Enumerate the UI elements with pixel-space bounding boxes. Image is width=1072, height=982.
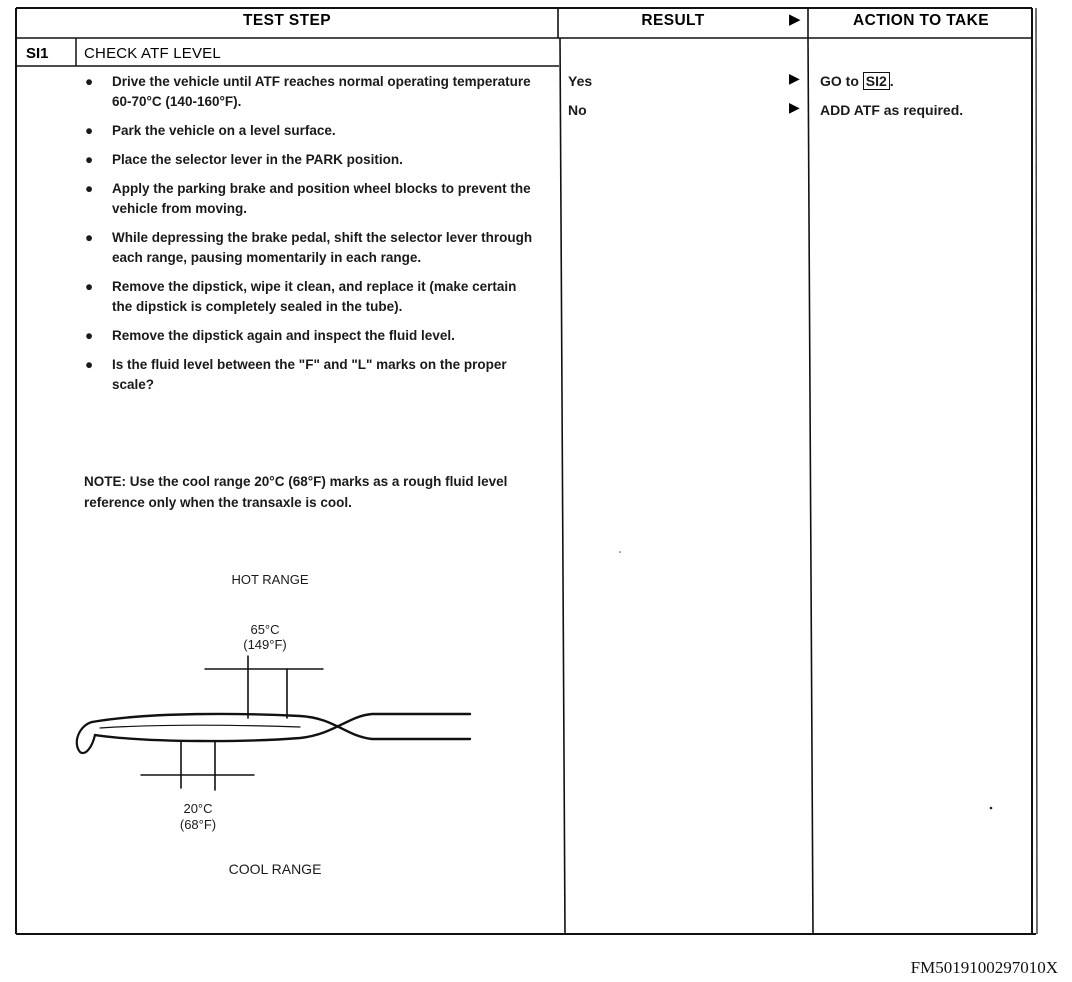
action-yes-prefix: GO to	[820, 73, 863, 89]
step-id: SI1	[26, 45, 49, 62]
bullet-text: Remove the dipstick, wipe it clean, and …	[112, 279, 517, 314]
step-reference-si2[interactable]: SI2	[862, 72, 890, 90]
bullet-text: Drive the vehicle until ATF reaches norm…	[112, 74, 531, 109]
bullet-icon: ●	[85, 123, 94, 138]
list-item: ● Apply the parking brake and position wh…	[84, 179, 534, 219]
action-no-text: ADD ATF as required.	[820, 102, 964, 118]
bullet-icon: ●	[85, 279, 94, 294]
cool-range-label: COOL RANGE	[228, 861, 322, 877]
list-item: ● Drive the vehicle until ATF reaches nor…	[84, 72, 534, 112]
action-yes-suffix: .	[889, 73, 894, 89]
step-title: CHECK ATF LEVEL	[84, 45, 221, 62]
cool-temp-fahrenheit: (68°F)	[179, 817, 217, 832]
arrow-right-icon: ▶	[789, 99, 800, 115]
header-arrow-icon: ▶	[789, 11, 801, 28]
header-test-step: TEST STEP	[242, 12, 331, 29]
bullet-icon: ●	[85, 357, 94, 372]
bullet-text: Is the fluid level between the "F" and "…	[112, 357, 507, 392]
action-no: ADD ATF as required.	[820, 102, 963, 118]
bullet-text: Remove the dipstick again and inspect th…	[112, 328, 455, 343]
list-item: ● While depressing the brake pedal, shift…	[84, 228, 534, 268]
list-item: ● Is the fluid level between the "F" and …	[84, 355, 534, 395]
list-item: ● Place the selector lever in the PARK po…	[84, 150, 534, 170]
list-item: ● Remove the dipstick, wipe it clean, and…	[84, 277, 534, 317]
result-no: No	[568, 102, 587, 118]
list-item: ● Remove the dipstick again and inspect t…	[84, 326, 534, 346]
step-note: NOTE: Use the cool range 20°C (68°F) mar…	[84, 474, 508, 510]
bullet-text: Place the selector lever in the PARK pos…	[112, 152, 403, 167]
bullet-icon: ●	[85, 74, 94, 89]
hot-temp-celsius: 65°C	[250, 622, 280, 637]
bullet-text: Apply the parking brake and position whe…	[112, 181, 531, 216]
header-action-to-take: ACTION TO TAKE	[853, 12, 989, 29]
figure-code: FM5019100297010X	[910, 958, 1058, 977]
result-yes: Yes	[568, 73, 593, 89]
cool-temp-celsius: 20°C	[183, 801, 213, 816]
bullet-icon: ●	[85, 230, 94, 245]
header-result: RESULT	[641, 12, 705, 29]
hot-temp-fahrenheit: (149°F)	[243, 637, 287, 652]
bullet-text: While depressing the brake pedal, shift …	[112, 230, 533, 265]
hot-range-label: HOT RANGE	[231, 572, 309, 587]
bullet-icon: ●	[85, 152, 94, 167]
bullet-icon: ●	[85, 328, 94, 343]
bullet-icon: ●	[85, 181, 94, 196]
bullet-text: Park the vehicle on a level surface.	[112, 123, 336, 138]
action-yes: GO to SI2.	[820, 72, 894, 90]
list-item: ● Park the vehicle on a level surface.	[84, 121, 534, 141]
arrow-right-icon: ▶	[789, 70, 800, 86]
step-bullet-list: ● Drive the vehicle until ATF reaches nor…	[84, 72, 534, 404]
